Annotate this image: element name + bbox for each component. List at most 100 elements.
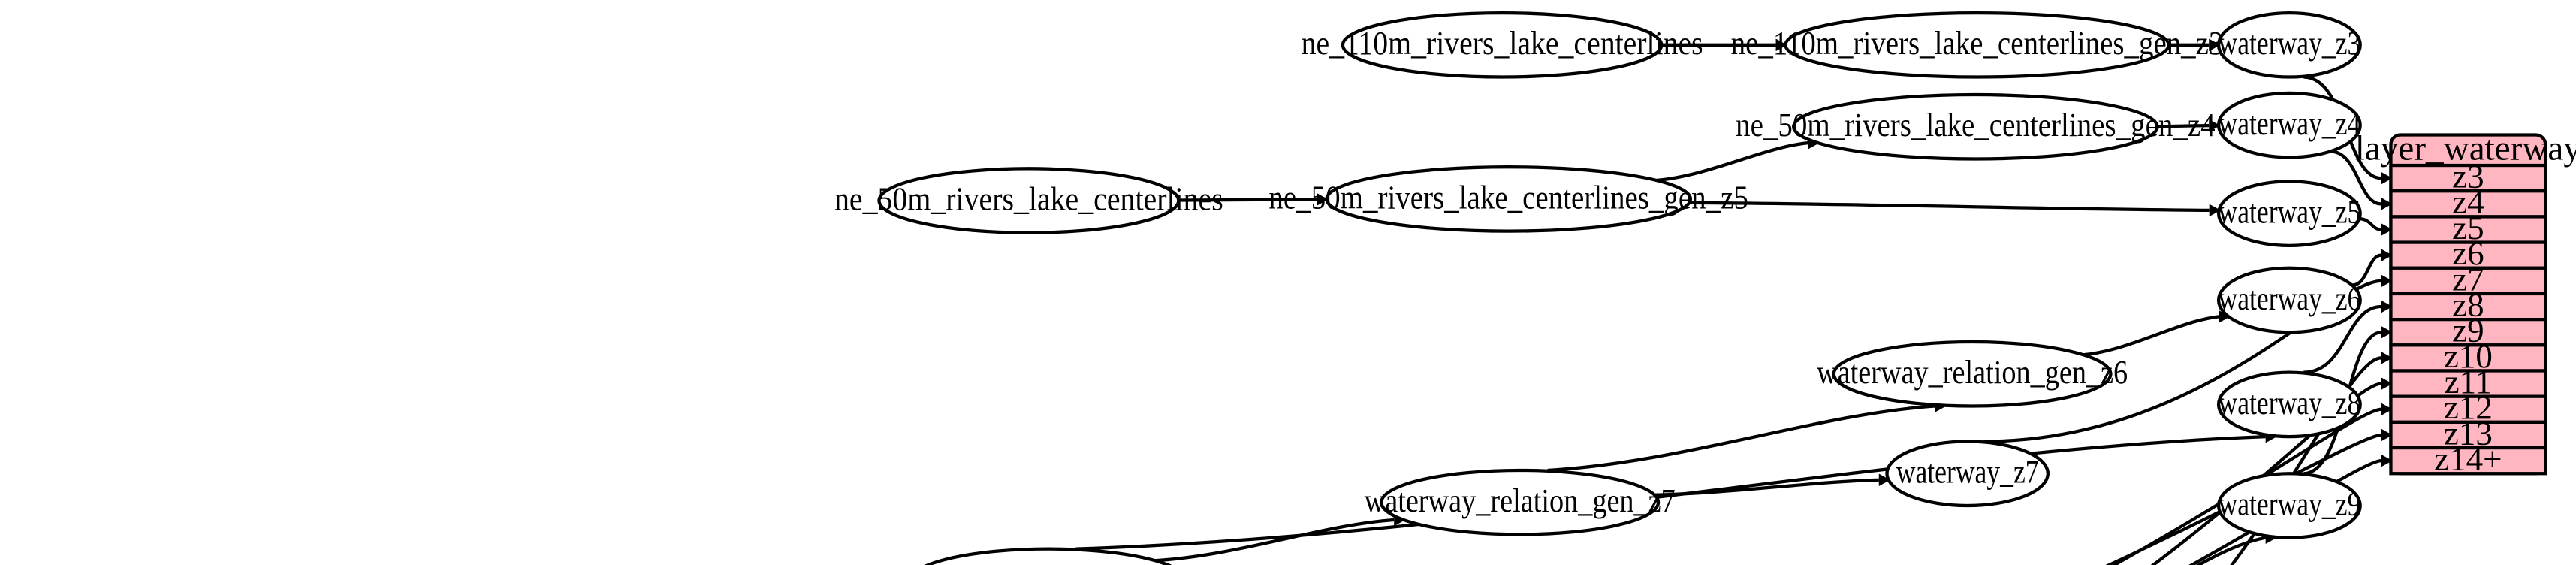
node-label: waterway_z6 [2218,279,2360,317]
layer-table-row-z5[interactable]: z5 [2389,209,2547,246]
node-label: ne_50m_rivers_lake_centerlines_gen_z4 [1736,106,2216,144]
row-bg [2389,266,2547,296]
node-label: waterway_z8 [2218,384,2360,421]
edge-waterway_z13-to-layer_waterway-z13 [2105,433,2381,565]
node-waterway_z6[interactable]: waterway_z6 [2216,266,2362,334]
row-label: z5 [2452,209,2484,246]
node-waterway_z4[interactable]: waterway_z4 [2216,91,2362,159]
edge-arrowhead [2209,204,2221,217]
node-ne_110m_rivers_lake_centerlines[interactable]: ne_110m_rivers_lake_centerlines [1302,11,1703,79]
node-waterway_relation_gen_z7[interactable]: waterway_relation_gen_z7 [1365,468,1676,536]
edge-waterway_z8-to-layer_waterway-z8 [2303,304,2381,374]
node-label: waterway_relation_gen_z7 [1365,482,1676,519]
row-label: z11 [2445,363,2492,400]
node-label: waterway_z9 [2218,485,2360,522]
node-shape [1832,340,2113,408]
node-waterway_relation_gen_z8[interactable]: waterway_relation_gen_z8 [892,547,1204,565]
node-shape [2216,11,2362,79]
row-label: z13 [2444,414,2493,452]
edge-ne_50m_rivers_lake_centerlines_gen_z5-to-waterway_z5 [1689,201,2210,212]
edge-waterway_relation_gen_z7-to-waterway_relation_gen_z6 [1547,404,1935,473]
row-label: z4 [2452,183,2484,221]
node-label: ne_110m_rivers_lake_centerlines [1302,24,1703,62]
row-bg [2389,189,2547,219]
layer-table-row-z13[interactable]: z13 [2389,414,2547,452]
edge-arrowhead [2381,274,2393,288]
row-label: z10 [2444,337,2493,375]
edge-arrowhead [2381,300,2393,313]
edge-arrowhead [2381,249,2393,261]
node-shape [2216,180,2362,247]
row-label: z12 [2444,388,2493,426]
node-shape [1341,11,1664,79]
node-waterway_z3[interactable]: waterway_z3 [2216,11,2362,79]
layer-table-row-z12[interactable]: z12 [2389,388,2547,426]
row-label: z6 [2452,234,2484,272]
node-waterway_z8[interactable]: waterway_z8 [2216,370,2362,439]
edge-arrowhead [2381,171,2393,185]
row-bg [2389,446,2547,476]
edge-waterway_relation_gen_z6-to-waterway_z6 [2083,315,2219,357]
layer-table-row-z7[interactable]: z7 [2389,260,2547,298]
node-waterway_z7[interactable]: waterway_z7 [1885,440,2050,508]
node-label: waterway_z4 [2218,104,2360,142]
edge-arrowhead [2381,352,2393,364]
edge-waterway_z10-to-layer_waterway-z10 [2230,356,2381,565]
node-waterway_z9[interactable]: waterway_z9 [2216,472,2362,539]
layer-table-row-z14plus[interactable]: z14+ [2389,440,2547,478]
node-label: waterway_z3 [2218,24,2360,62]
edge-arrowhead [2209,119,2221,132]
edge-arrowhead [1317,193,1329,206]
edge-arrowhead [2381,377,2393,390]
node-waterway_relation_gen_z6[interactable]: waterway_relation_gen_z6 [1817,340,2128,408]
row-bg [2389,369,2547,398]
node-label: waterway_z7 [1896,453,2039,491]
layer-table-row-z10[interactable]: z10 [2389,337,2547,375]
edge-ne_50m_rivers_lake_centerlines_gen_z5-to-ne_50m_rivers_lake_centerlines_gen_z4 [1656,141,1808,183]
node-label: ne_50m_rivers_lake_centerlines_gen_z5 [1268,178,1748,216]
node-shape [2216,472,2362,539]
node-ne_50m_rivers_lake_centerlines[interactable]: ne_50m_rivers_lake_centerlines [834,167,1223,234]
edge-waterway_relation_gen_z8-to-waterway_relation_gen_z7 [1154,518,1395,563]
node-label: waterway_relation_gen_z6 [1817,353,2128,391]
node-shape [1791,92,2159,161]
edge-arrowhead [2381,403,2393,416]
edge-osm_important_waterway_linestring_gen_z9-to-waterway_z9 [2195,536,2267,565]
node-ne_110m_rivers_lake_centerlines_gen_z3[interactable]: ne_110m_rivers_lake_centerlines_gen_z3 [1731,11,2224,79]
edge-waterway_relation_gen_z7-to-waterway_z7 [1654,478,1879,497]
node-shape [2216,91,2362,159]
layer-table-row-z6[interactable]: z6 [2389,234,2547,272]
row-label: z14+ [2434,440,2502,478]
layer-table-row-z9[interactable]: z9 [2389,312,2547,349]
edge-arrowhead [2381,223,2393,236]
row-bg [2389,317,2547,347]
node-shape [1885,440,2050,508]
node-ne_50m_rivers_lake_centerlines_gen_z4[interactable]: ne_50m_rivers_lake_centerlines_gen_z4 [1736,92,2216,161]
node-shape [2216,266,2362,334]
node-shape [2216,370,2362,439]
edge-waterway_z4-to-layer_waterway-z4 [2330,150,2381,206]
row-bg [2389,394,2547,424]
edge-arrowhead [2381,198,2393,210]
node-shape [1784,11,2170,79]
layer-table-row-z11[interactable]: z11 [2389,363,2547,400]
node-shape [1325,165,1693,233]
node-shape [877,167,1181,234]
node-ne_50m_rivers_lake_centerlines_gen_z5[interactable]: ne_50m_rivers_lake_centerlines_gen_z5 [1268,165,1748,233]
node-label: ne_50m_rivers_lake_centerlines [834,180,1223,218]
edge-arrowhead [2209,38,2221,52]
layer-table-row-z4[interactable]: z4 [2389,183,2547,221]
nodes-layer: imposm3osm_waterway_relationosm_waterway… [834,11,2362,565]
layer-table-row-z3[interactable]: z3 [2389,158,2547,195]
layer-table-title: layer_waterway [2355,129,2576,168]
edge-ne_50m_rivers_lake_centerlines_gen_z4-to-waterway_z4 [2157,123,2210,128]
node-waterway_z5[interactable]: waterway_z5 [2216,180,2362,247]
row-label: z7 [2452,260,2484,298]
node-shape [1380,468,1661,536]
edge-arrowhead [2381,428,2393,442]
node-shape [924,547,1172,565]
row-label: z3 [2452,158,2484,195]
edge-arrowhead [2381,325,2393,339]
